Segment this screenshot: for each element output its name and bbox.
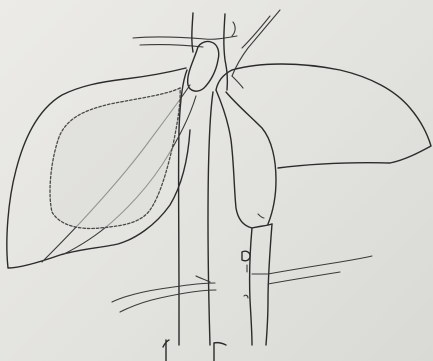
right-upper-branch	[224, 10, 280, 90]
dashed-inner-region	[50, 88, 180, 228]
lower-left-branches	[112, 276, 216, 312]
left-vertical-tube	[179, 13, 213, 345]
lower-root-marks	[163, 340, 226, 361]
upper-crossing-vessel	[133, 22, 237, 47]
right-lobe-outline	[216, 64, 431, 168]
duct-markers	[242, 251, 250, 298]
right-duct-structure	[216, 90, 276, 345]
